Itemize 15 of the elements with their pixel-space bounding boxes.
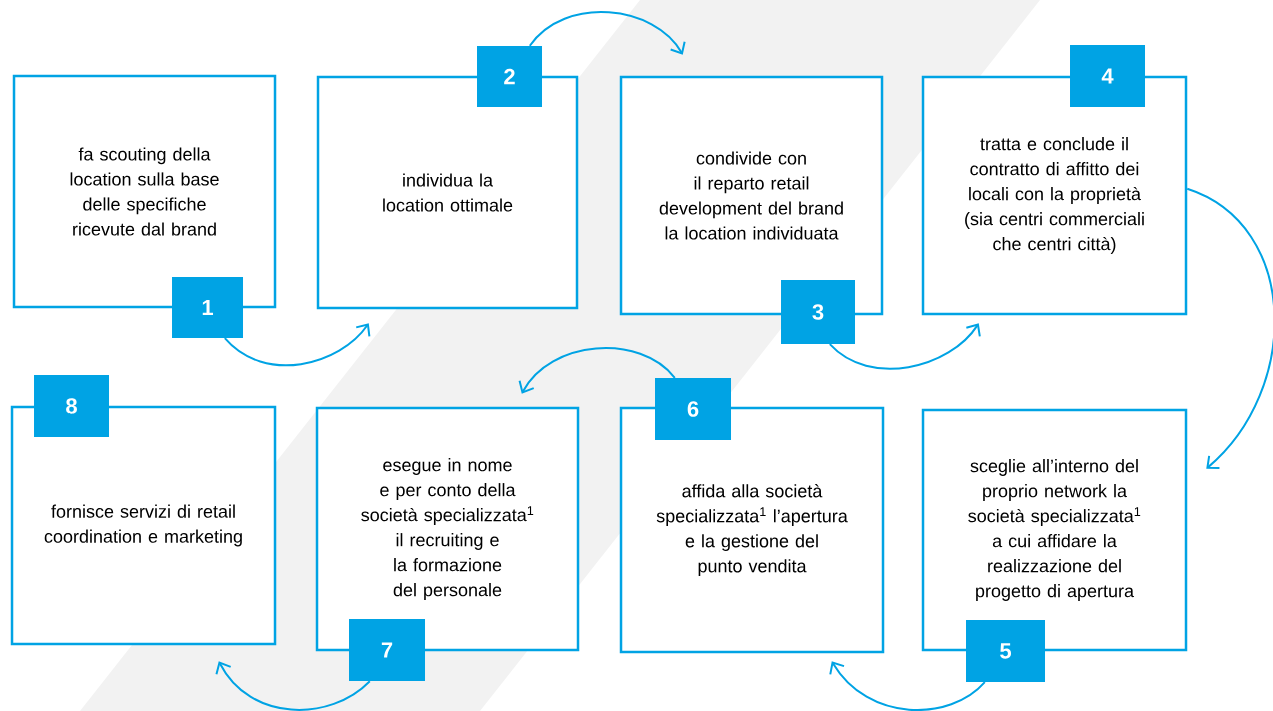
step-number-badge: 2 [477, 46, 542, 107]
step-number-badge: 1 [172, 277, 243, 338]
step-number-badge: 8 [34, 375, 109, 437]
step-number-badge: 4 [1070, 45, 1145, 107]
step-number-badge: 5 [966, 620, 1045, 682]
curved-arrow [1186, 187, 1273, 470]
curved-arrow [528, 11, 686, 55]
curved-arrow [518, 347, 676, 394]
step-number-badge: 6 [655, 378, 731, 440]
step-number-badge: 3 [781, 280, 855, 344]
curved-arrow [829, 661, 986, 711]
curved-arrow [828, 323, 981, 370]
step-number-badge: 7 [349, 619, 425, 681]
curved-arrow [215, 661, 371, 711]
curved-arrow [223, 323, 371, 367]
